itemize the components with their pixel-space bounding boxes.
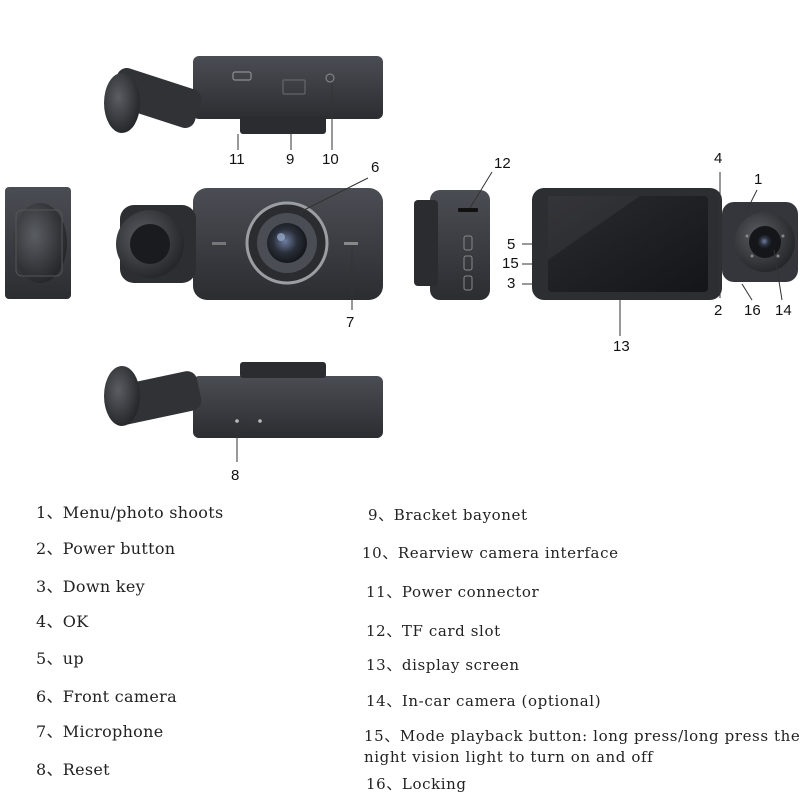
front-rear-camera-knob	[116, 205, 196, 283]
callout-2: 2	[714, 302, 723, 319]
side-button-mode[interactable]	[463, 255, 473, 271]
legend-item-2: 2、Power button	[36, 539, 176, 558]
legend-item-5: 5、up	[36, 649, 84, 668]
callout-9: 9	[286, 151, 295, 168]
reset-hole[interactable]	[235, 419, 239, 423]
legend-item-6: 6、Front camera	[36, 687, 177, 706]
side-button-up[interactable]	[463, 235, 473, 251]
top-view-body	[193, 56, 383, 119]
in-car-camera	[722, 202, 798, 282]
legend-item-9: 9、Bracket bayonet	[368, 506, 528, 524]
legend-item-1: 1、Menu/photo shoots	[36, 503, 224, 522]
dashcam-diagram	[5, 56, 798, 462]
callout-11: 11	[229, 151, 245, 168]
side-button-down[interactable]	[463, 275, 473, 291]
back-view	[532, 172, 798, 336]
callout-12: 12	[494, 155, 511, 172]
callout-7: 7	[346, 314, 355, 331]
callout-14: 14	[775, 302, 792, 319]
right-side-view	[414, 171, 534, 300]
legend-item-4: 4、OK	[36, 612, 89, 631]
legend-item-14: 14、In-car camera (optional)	[366, 692, 602, 710]
legend-item-15: 15、Mode playback button: long press/long…	[364, 727, 800, 766]
callout-6: 6	[371, 159, 380, 176]
top-view	[104, 56, 383, 150]
legend-item-11: 11、Power connector	[366, 583, 540, 601]
top-rear-camera-knob	[104, 67, 202, 133]
tf-card-slot	[458, 208, 478, 212]
rearview-interface-port	[325, 73, 335, 83]
legend-item-13: 13、display screen	[366, 656, 520, 674]
legend-item-8: 8、Reset	[36, 760, 110, 779]
legend-item-7: 7、Microphone	[36, 722, 164, 741]
callout-15: 15	[502, 255, 519, 272]
callout-13: 13	[613, 338, 630, 355]
microphone-grille	[344, 242, 358, 245]
legend-item-3: 3、Down key	[36, 577, 145, 596]
legend-item-10: 10、Rearview camera interface	[362, 544, 619, 562]
legend-item-12: 12、TF card slot	[366, 622, 501, 640]
power-connector-port	[232, 71, 252, 81]
legend-item-16: 16、Locking	[366, 775, 467, 793]
left-side-view	[5, 187, 71, 299]
callout-5: 5	[507, 236, 516, 253]
callout-16: 16	[744, 302, 761, 319]
bracket-bayonet-port	[282, 79, 306, 95]
callout-10: 10	[322, 151, 339, 168]
callout-4: 4	[714, 150, 723, 167]
callout-3: 3	[507, 275, 516, 292]
callout-1: 1	[754, 171, 763, 188]
bottom-view	[104, 362, 383, 462]
callout-8: 8	[231, 467, 240, 484]
front-view	[116, 177, 383, 310]
front-camera-lens	[267, 223, 307, 263]
top-view-mount	[240, 116, 326, 134]
display-screen	[548, 196, 708, 292]
